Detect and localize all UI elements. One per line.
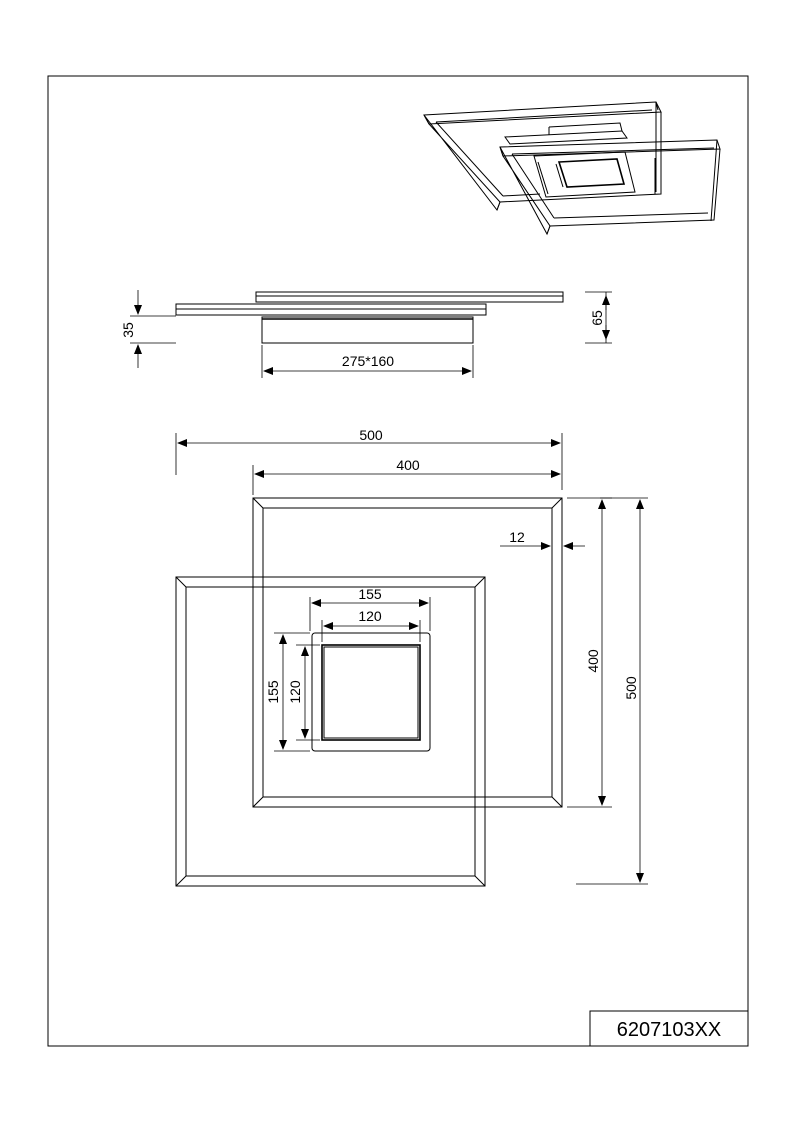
- dim-label-35: 35: [120, 322, 136, 338]
- dim-base: 275*160: [261, 345, 474, 378]
- dim-label-400-h: 400: [396, 457, 420, 473]
- dim-frame-thickness: 12: [500, 529, 585, 550]
- product-code: 6207103XX: [617, 1019, 722, 1041]
- dim-left-outer: 155: [265, 632, 310, 752]
- dim-label-500-v: 500: [623, 676, 639, 700]
- dim-side-lamp: 35: [120, 290, 176, 368]
- dim-height-outer: 500: [576, 497, 648, 885]
- dim-left-inner: 120: [287, 644, 320, 741]
- dim-label-155-top: 155: [358, 586, 382, 602]
- dim-center-outer: 155: [309, 586, 431, 631]
- dim-label-12: 12: [509, 529, 525, 545]
- perspective-view: [423, 101, 721, 236]
- dim-label-500-h: 500: [359, 427, 383, 443]
- dim-height-inner: 400: [567, 497, 612, 808]
- dim-width-inner: 400: [252, 457, 561, 495]
- dim-side-total: 65: [585, 291, 612, 344]
- drawing-border: [47, 75, 749, 1047]
- dim-center-inner: 120: [321, 608, 421, 642]
- dim-label-120-top: 120: [358, 608, 382, 624]
- dim-width-outer: 500: [175, 427, 563, 490]
- product-code-box: 6207103XX: [589, 1010, 749, 1047]
- dim-label-400-v: 400: [585, 649, 601, 673]
- dim-label-base: 275*160: [342, 353, 394, 369]
- dim-label-120-left: 120: [287, 680, 303, 704]
- dim-label-155-left: 155: [265, 680, 281, 704]
- side-view: [175, 291, 564, 344]
- top-view: [175, 497, 563, 887]
- dim-label-65: 65: [589, 310, 605, 326]
